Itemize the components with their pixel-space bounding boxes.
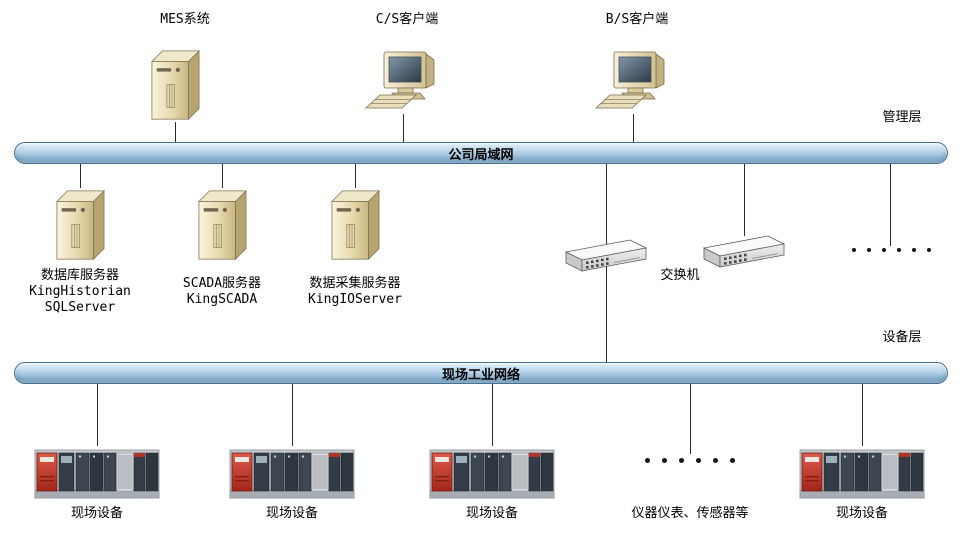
- plc-icon: [429, 446, 555, 502]
- connector-line-switch-2: [744, 164, 745, 236]
- plc-icon: [34, 446, 160, 502]
- plc-icon: [799, 446, 925, 502]
- connector-line-plc-3: [492, 384, 493, 446]
- field-device-label: 现场设备: [70, 506, 123, 521]
- connector-line-more-devices: [890, 164, 891, 246]
- connector-line-plc-4: [862, 384, 863, 446]
- connector-line-plc-1: [97, 384, 98, 446]
- device-layer-label: 设备层: [882, 330, 922, 345]
- bs-client-label: B/S客户端: [605, 12, 669, 27]
- mes-system-label: MES系统: [160, 12, 210, 27]
- field-device-label: 现场设备: [465, 506, 518, 521]
- io-server-sub1: KingIOServer: [308, 292, 402, 307]
- connector-line-instruments: [690, 384, 691, 454]
- io-server-title: 数据采集服务器: [309, 276, 401, 291]
- bus-field-network-label: 现场工业网络: [441, 367, 520, 383]
- db-server-sub2: SQLServer: [44, 300, 116, 315]
- desktop-computer-icon: [594, 48, 672, 114]
- desktop-computer-icon: [364, 48, 442, 114]
- ellipsis-icon: [645, 458, 735, 463]
- connector-line-scada-server: [222, 164, 223, 188]
- db-server-title: 数据库服务器: [40, 268, 119, 283]
- connector-line-bs-client: [633, 114, 634, 142]
- server-tower-icon: [328, 188, 382, 263]
- field-device-label: 现场设备: [835, 506, 888, 521]
- server-tower-icon: [53, 188, 107, 263]
- ellipsis-icon: [852, 248, 931, 252]
- connector-line-db-server: [80, 164, 81, 188]
- server-tower-icon: [195, 188, 249, 263]
- connector-line-cs-client: [403, 114, 404, 142]
- server-tower-icon: [148, 48, 202, 123]
- switch-label: 交换机: [660, 268, 700, 283]
- scada-server-sub1: KingSCADA: [186, 292, 258, 307]
- field-device-label: 现场设备: [265, 506, 318, 521]
- switch-icon: [562, 228, 650, 274]
- instruments-label: 仪器仪表、传感器等: [631, 506, 749, 521]
- bus-field-network: 现场工业网络: [14, 362, 948, 384]
- scada-server-title: SCADA服务器: [182, 276, 262, 291]
- connector-line-mes: [175, 122, 176, 142]
- management-layer-label: 管理层: [882, 110, 922, 125]
- cs-client-label: C/S客户端: [375, 12, 439, 27]
- bus-company-lan: 公司局域网: [14, 142, 948, 164]
- bus-company-lan-label: 公司局域网: [448, 147, 514, 163]
- connector-line-plc-2: [292, 384, 293, 446]
- switch-icon: [700, 224, 788, 270]
- plc-icon: [229, 446, 355, 502]
- connector-line-io-server: [355, 164, 356, 188]
- db-server-sub1: KingHistorian: [29, 284, 131, 299]
